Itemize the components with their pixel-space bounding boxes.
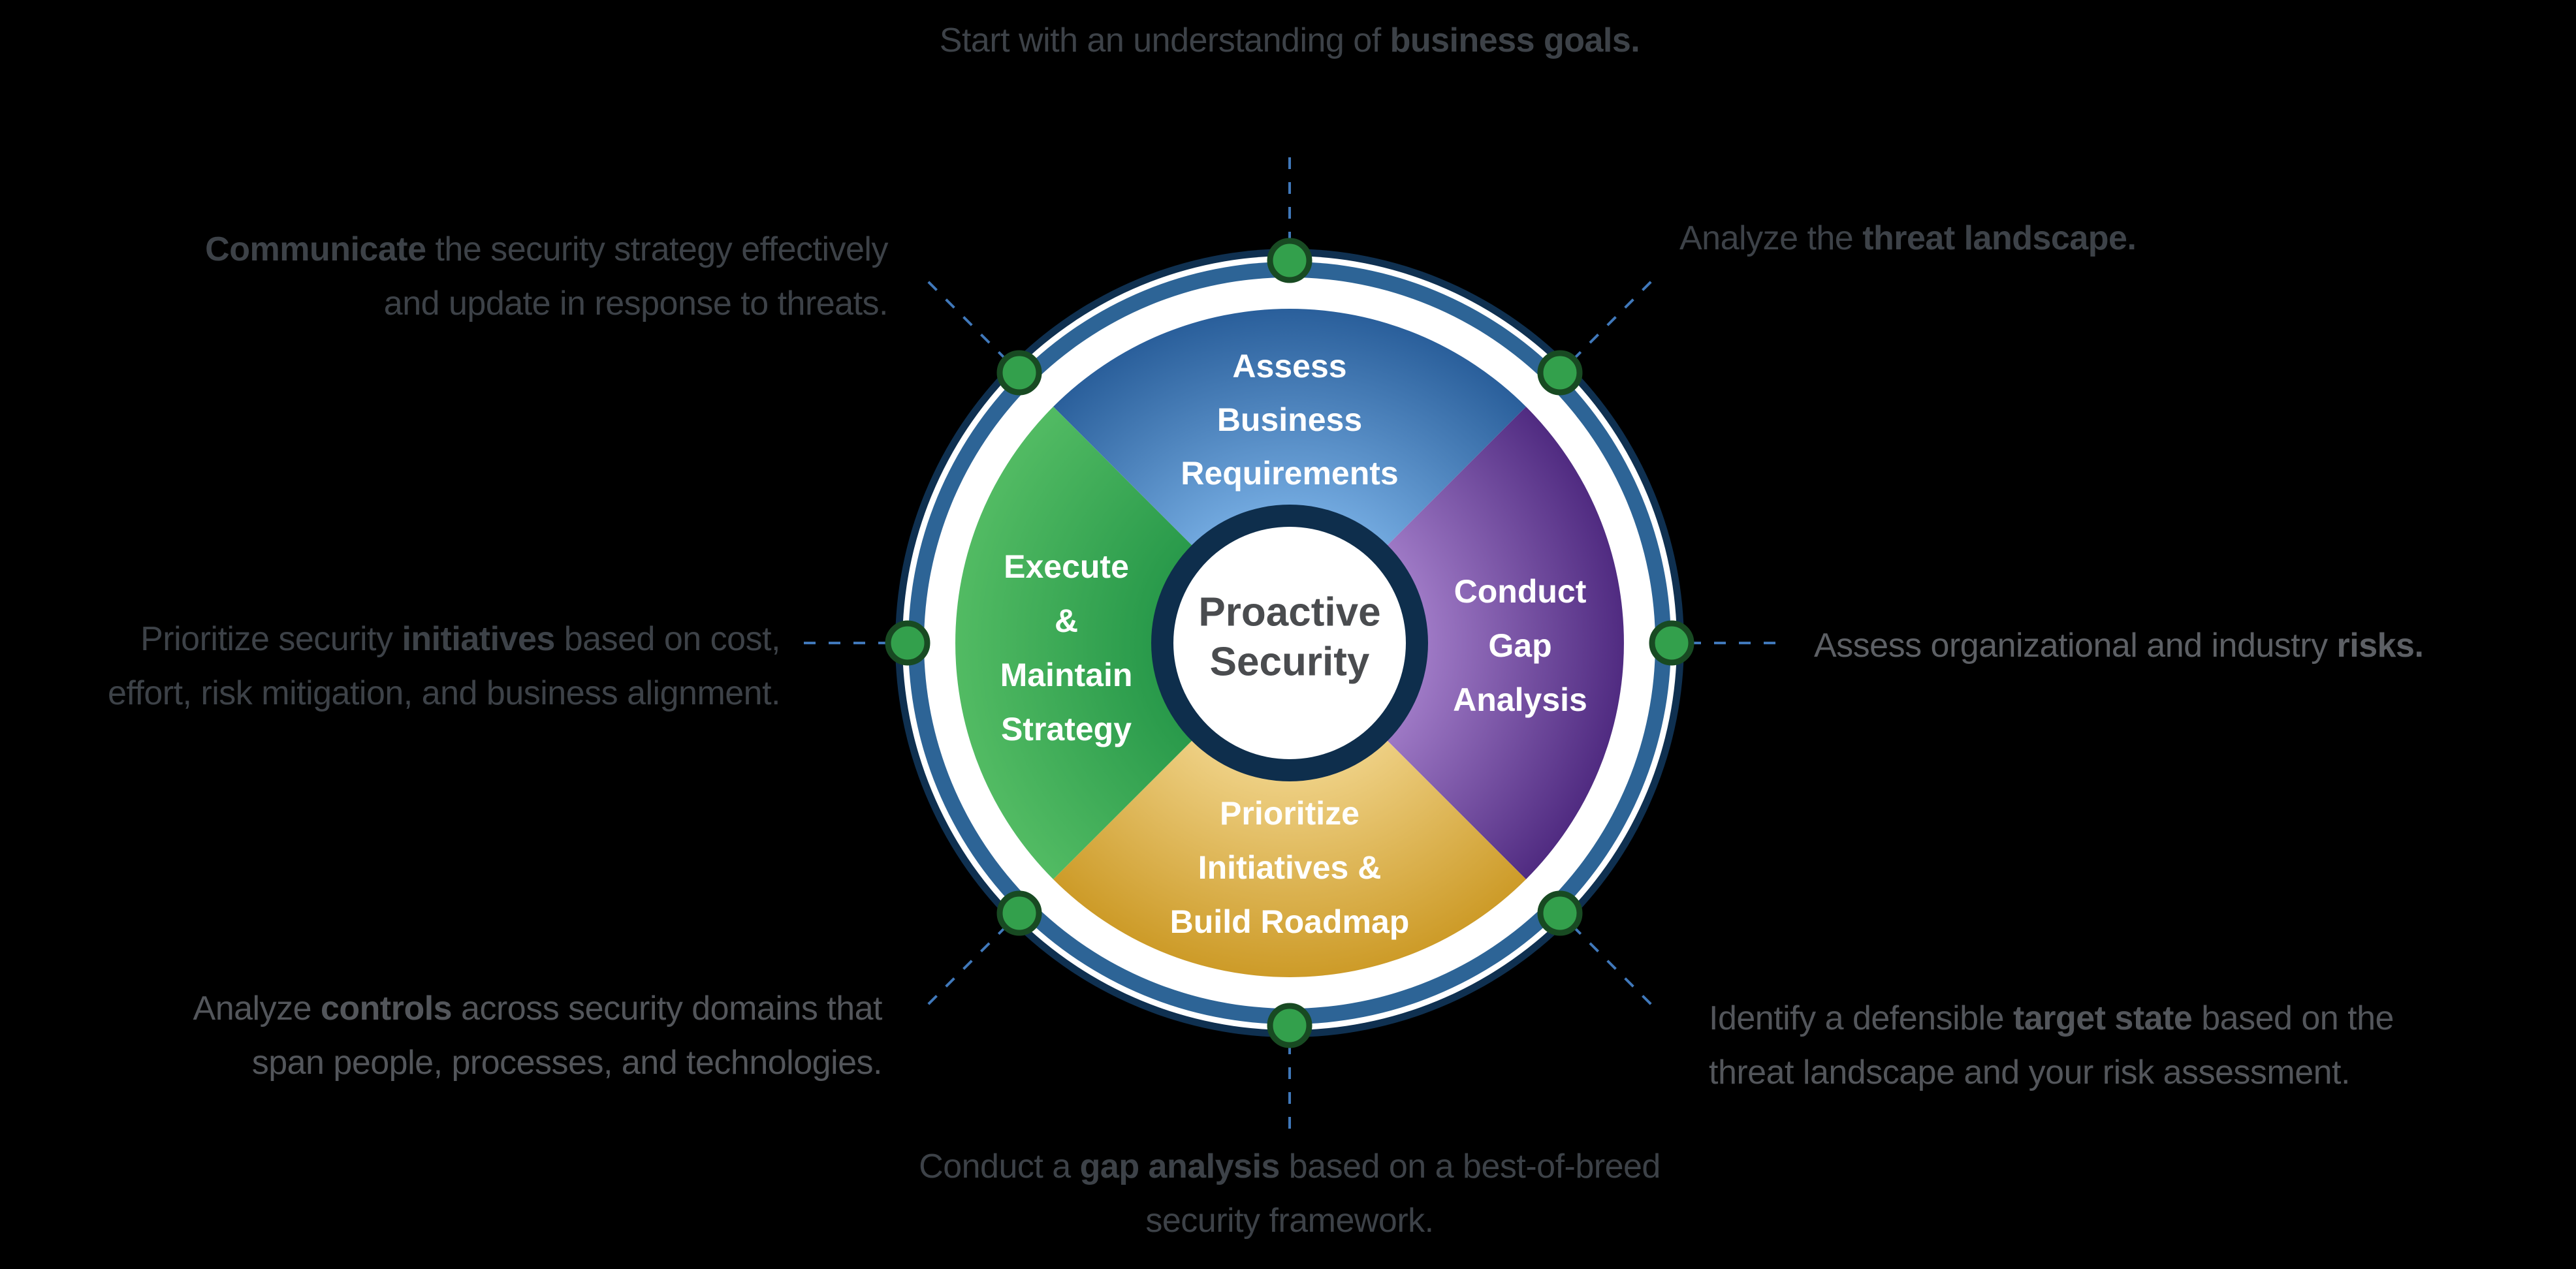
annotation-text: the security strategy effectively xyxy=(426,230,888,268)
keyword-controls: controls xyxy=(320,990,453,1027)
step-dot-bottom-left xyxy=(996,890,1042,936)
quadrant-left-label-line2: & xyxy=(1055,603,1078,639)
annotation-text: based on cost, xyxy=(554,620,781,658)
annotation-bottom-left-line1: Analyze controls across security domains… xyxy=(59,982,883,1036)
annotation-left-line2: effort, risk mitigation, and business al… xyxy=(0,666,781,721)
quadrant-top-label-line3: Requirements xyxy=(1181,455,1398,492)
annotation-top-right-line1: Analyze the threat landscape. xyxy=(1679,212,2554,266)
annotation-left-line1: Prioritize security initiatives based on… xyxy=(0,612,780,666)
quadrant-left-wedge xyxy=(955,407,1290,879)
annotation-top-line1: Start with an understanding of business … xyxy=(702,14,1877,68)
quadrant-top-wedge xyxy=(1053,309,1526,643)
step-dot-left xyxy=(885,620,930,666)
annotation-text: security framework. xyxy=(1145,1202,1434,1240)
annotation-text: based on a best-of-breed xyxy=(1279,1148,1661,1185)
annotation-top-left-line1: Communicate the security strategy effect… xyxy=(65,223,888,277)
annotation-top-left: Communicate the security strategy effect… xyxy=(65,223,888,331)
quadrant-top-label-line1: Assess xyxy=(1232,348,1346,384)
quadrant-right-wedge xyxy=(1290,407,1624,879)
annotation-text: Assess organizational and industry xyxy=(1814,627,2337,665)
quadrant-right-label-line3: Analysis xyxy=(1453,682,1587,718)
quadrant-bottom-label-line1: Prioritize xyxy=(1220,795,1360,832)
quadrant-bottom-wedge xyxy=(1053,643,1526,977)
annotation-text: and update in response to threats. xyxy=(383,285,889,322)
keyword-risks: risks. xyxy=(2336,627,2424,665)
annotation-bottom-right: Identify a defensible target state based… xyxy=(1709,992,2576,1100)
annotation-bottom: Conduct a gap analysis based on a best-o… xyxy=(702,1140,1877,1248)
quadrant-bottom-label-line3: Build Roadmap xyxy=(1170,903,1410,940)
annotation-bottom-line2: security framework. xyxy=(702,1194,1877,1248)
step-dot-bottom xyxy=(1267,1003,1312,1048)
keyword-threat-landscape: threat landscape. xyxy=(1862,219,2137,257)
quadrant-left-label-line3: Maintain xyxy=(1000,657,1133,693)
annotation-text: effort, risk mitigation, and business al… xyxy=(107,674,781,712)
annotation-text: based on the xyxy=(2192,999,2394,1037)
annotation-text: Prioritize security xyxy=(140,620,402,658)
quadrant-left-label-line1: Execute xyxy=(1004,548,1129,585)
quadrant-top-label-line2: Business xyxy=(1217,401,1362,438)
quadrant-bottom-label-line2: Initiatives & xyxy=(1198,849,1382,886)
annotation-text: Conduct a xyxy=(919,1148,1080,1185)
step-dot-top-right xyxy=(1537,350,1583,396)
annotation-bottom-right-line2: threat landscape and your risk assessmen… xyxy=(1709,1046,2576,1100)
annotation-bottom-left-line2: span people, processes, and technologies… xyxy=(59,1036,883,1090)
keyword-business-goals: business goals. xyxy=(1390,22,1640,59)
quadrant-right-label-line2: Gap xyxy=(1488,627,1551,664)
connector-bottom-left xyxy=(919,924,1008,1014)
annotation-top-left-line2: and update in response to threats. xyxy=(65,277,889,331)
annotation-top-right: Analyze the threat landscape. xyxy=(1679,212,2554,266)
annotation-text: threat landscape and your risk assessmen… xyxy=(1709,1054,2350,1091)
step-dot-bottom-right xyxy=(1537,890,1583,936)
keyword-communicate: Communicate xyxy=(205,230,426,268)
annotation-top: Start with an understanding of business … xyxy=(702,14,1877,68)
connector-top-left xyxy=(919,272,1008,362)
step-dot-right xyxy=(1649,620,1694,666)
annotation-text: Analyze xyxy=(193,990,321,1027)
annotation-right: Assess organizational and industry risks… xyxy=(1814,619,2571,673)
annotation-text: span people, processes, and technologies… xyxy=(251,1044,883,1082)
annotation-right-line1: Assess organizational and industry risks… xyxy=(1814,619,2571,673)
connector-bottom-right xyxy=(1571,924,1661,1014)
annotation-text: across security domains that xyxy=(452,990,882,1027)
annotation-left: Prioritize security initiatives based on… xyxy=(0,612,781,721)
connector-top-right xyxy=(1571,272,1661,362)
quadrant-right-label-line1: Conduct xyxy=(1454,573,1587,610)
center-label-line2: Security xyxy=(1210,640,1370,685)
center-label-line1: Proactive xyxy=(1198,590,1380,635)
quadrant-left-label-line4: Strategy xyxy=(1001,711,1132,747)
annotation-text: Identify a defensible xyxy=(1709,999,2013,1037)
annotation-bottom-right-line1: Identify a defensible target state based… xyxy=(1709,992,2576,1046)
step-dot-top-left xyxy=(996,350,1042,396)
keyword-target-state: target state xyxy=(2013,999,2193,1037)
keyword-gap-analysis: gap analysis xyxy=(1079,1148,1280,1185)
step-dot-top xyxy=(1267,238,1312,283)
center-circle xyxy=(1173,527,1406,759)
annotation-bottom-left: Analyze controls across security domains… xyxy=(59,982,883,1090)
annotation-text: Analyze the xyxy=(1679,219,1863,257)
annotation-text: Start with an understanding of xyxy=(939,22,1390,59)
keyword-initiatives: initiatives xyxy=(402,620,555,658)
annotation-bottom-line1: Conduct a gap analysis based on a best-o… xyxy=(702,1140,1877,1194)
